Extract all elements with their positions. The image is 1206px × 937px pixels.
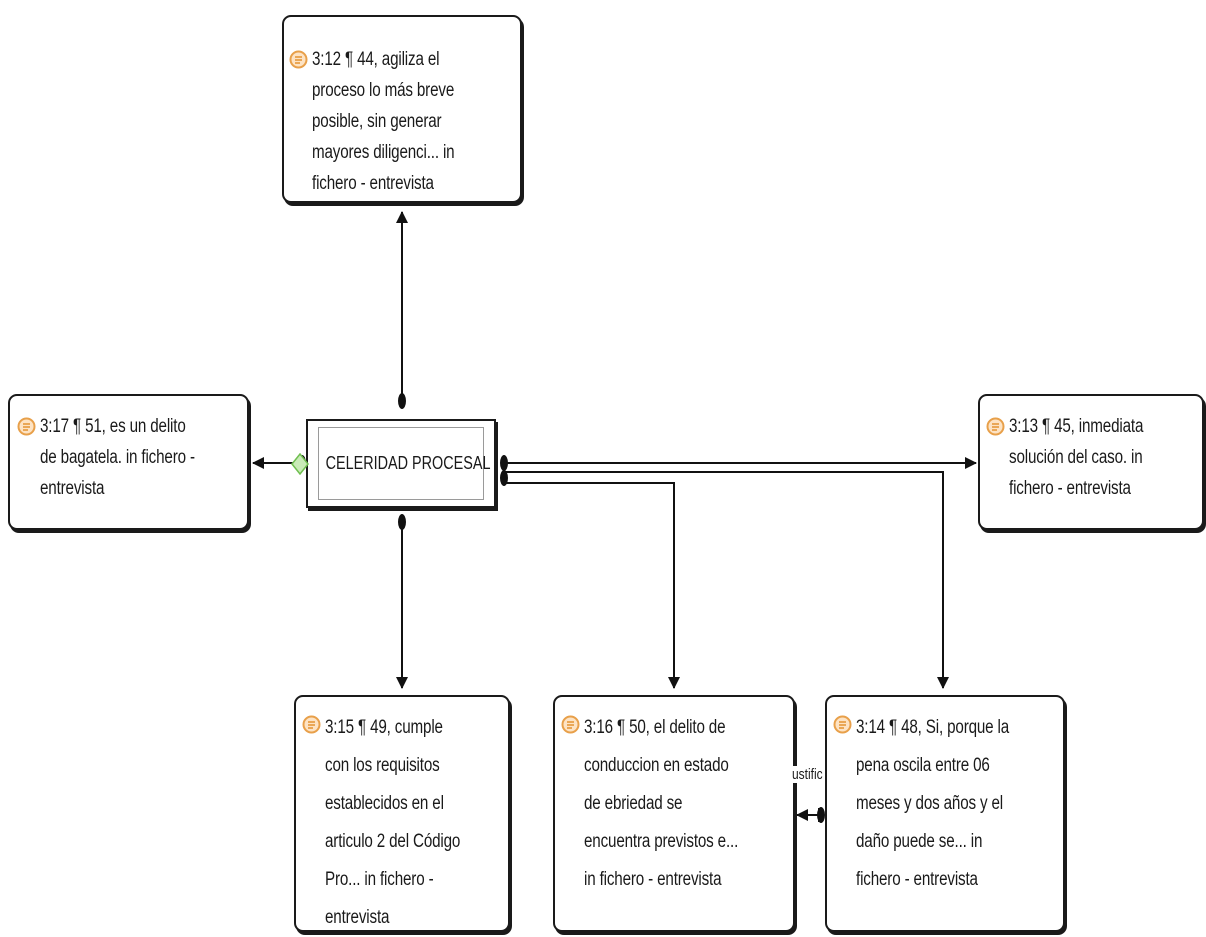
link-endpoint-right-1 <box>500 455 508 471</box>
link-endpoint-up <box>398 393 406 409</box>
link-endpoint-right-2 <box>500 470 508 486</box>
link-code-to-3-14 <box>504 471 949 689</box>
quotation-icon <box>986 417 1005 436</box>
quote-node-3-12[interactable]: 3:12 ¶ 44, agiliza el proceso lo más bre… <box>282 15 522 203</box>
quote-text: 3:15 ¶ 49, cumple con los requisitos est… <box>325 717 461 928</box>
quote-text: 3:13 ¶ 45, inmediata solución del caso. … <box>1009 416 1144 499</box>
code-label: CELERIDAD PROCESAL <box>325 453 491 473</box>
quotation-icon <box>302 715 321 734</box>
quote-node-3-17[interactable]: 3:17 ¶ 51, es un delito de bagatela. in … <box>8 394 249 530</box>
code-node-inner-frame <box>318 427 484 500</box>
quote-text: 3:14 ¶ 48, Si, porque la pena oscila ent… <box>856 717 1010 890</box>
code-node-celeridad-procesal[interactable]: CELERIDAD PROCESAL <box>291 419 496 508</box>
quote-text: 3:12 ¶ 44, agiliza el proceso lo más bre… <box>312 49 455 194</box>
quotation-icon <box>17 417 36 436</box>
quote-node-3-16[interactable]: 3:16 ¶ 50, el delito de conduccion en es… <box>553 695 795 932</box>
link-code-to-3-16 <box>504 482 680 689</box>
quotation-icon <box>289 50 308 69</box>
link-endpoint-down <box>398 514 406 530</box>
quote-node-3-13[interactable]: 3:13 ¶ 45, inmediata solución del caso. … <box>978 394 1204 530</box>
quotation-icon <box>833 715 852 734</box>
quote-text: 3:16 ¶ 50, el delito de conduccion en es… <box>584 717 739 890</box>
quote-node-3-15[interactable]: 3:15 ¶ 49, cumple con los requisitos est… <box>294 695 510 932</box>
quotation-icon <box>561 715 580 734</box>
diamond-code-icon <box>291 452 309 475</box>
quote-text: 3:17 ¶ 51, es un delito de bagatela. in … <box>40 416 195 499</box>
quote-node-3-14[interactable]: 3:14 ¶ 48, Si, porque la pena oscila ent… <box>825 695 1065 932</box>
relation-label: ustific <box>792 766 823 783</box>
